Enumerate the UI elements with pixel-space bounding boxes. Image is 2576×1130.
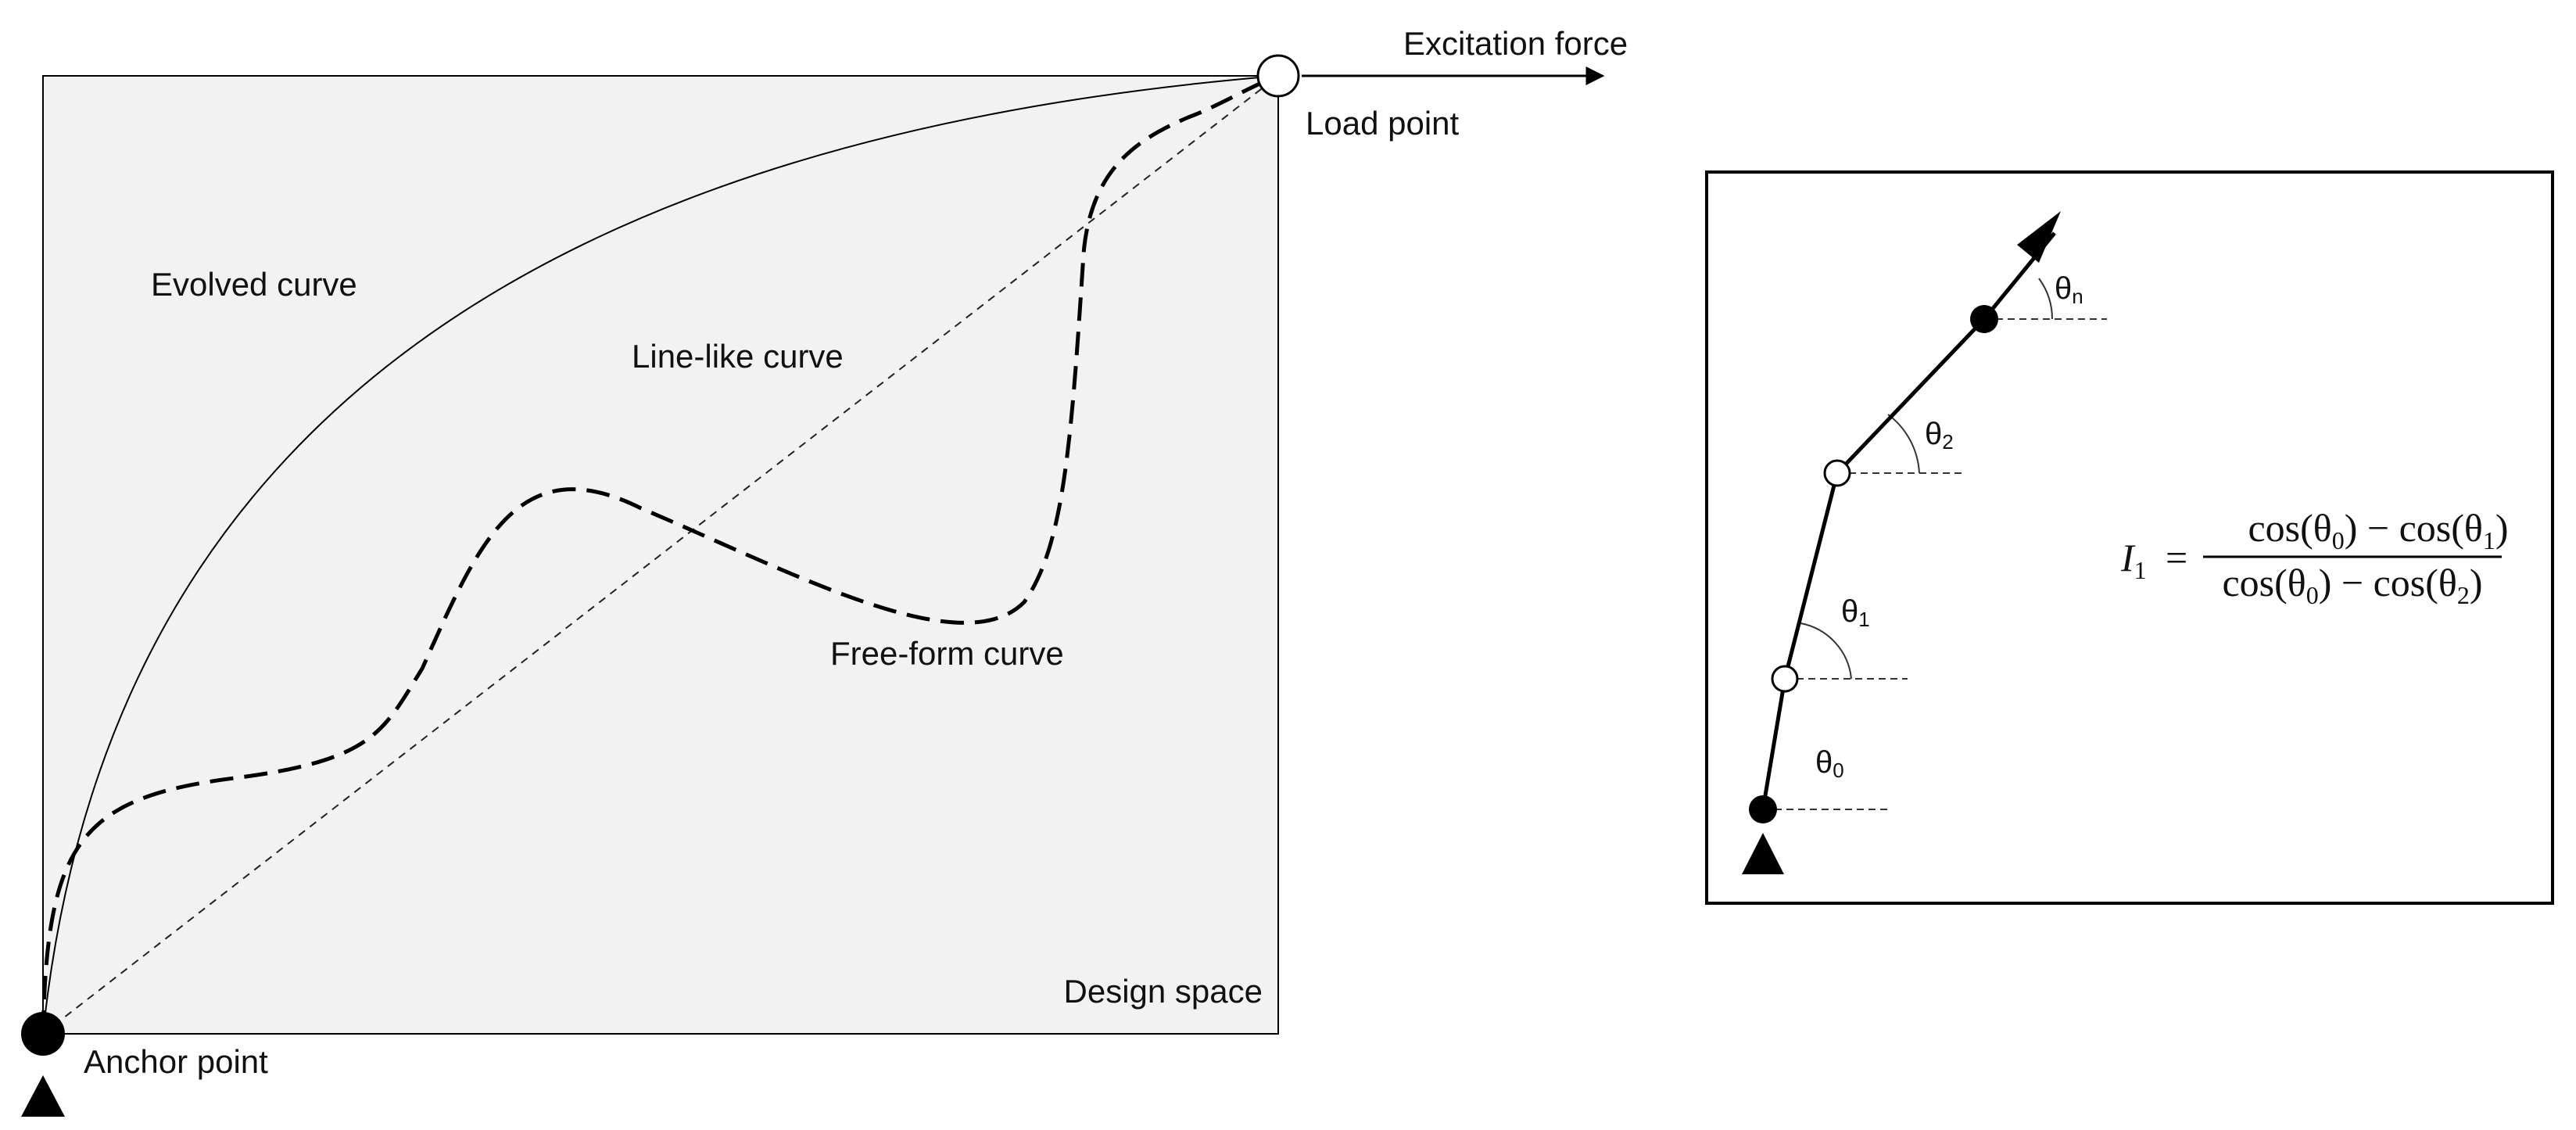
formula-denominator: cos(θ0) − cos(θ2) — [2222, 561, 2482, 609]
evolved-curve — [42, 75, 1279, 1035]
load-point-marker — [1256, 54, 1300, 98]
evolved-curve-label: Evolved curve — [151, 266, 357, 303]
load-point-label: Load point — [1306, 105, 1460, 142]
joint-2 — [1823, 459, 1851, 487]
right-panel: θ0 θ1 θ2 θn I1 = cos(θ0) − cos(θ1) cos(θ… — [1705, 170, 2554, 905]
theta-2-label: θ2 — [1925, 417, 1954, 454]
theta-0-label: θ0 — [1815, 745, 1844, 782]
anchor-support-icon — [21, 1075, 65, 1117]
joint-n — [1970, 305, 1998, 333]
angle-arc-1 — [1800, 622, 1852, 680]
theta-n-label: θn — [2055, 271, 2083, 308]
excitation-force-label: Excitation force — [1403, 25, 1628, 62]
right-panel-frame — [1705, 170, 2554, 905]
joint-base — [1749, 795, 1777, 823]
formula: I1 = cos(θ0) − cos(θ1) cos(θ0) − cos(θ2) — [2120, 506, 2509, 609]
line-like-curve-label: Line-like curve — [632, 338, 844, 375]
anchor-point-label: Anchor point — [84, 1043, 268, 1080]
line-like-curve — [42, 75, 1279, 1035]
left-panel: Excitation force Load point Evolved curv… — [21, 25, 1628, 1117]
formula-numerator: cos(θ0) − cos(θ1) — [2248, 506, 2508, 554]
angle-arc-n — [2038, 278, 2053, 320]
anchor-point-marker — [21, 1012, 65, 1056]
free-form-curve-label: Free-form curve — [830, 635, 1064, 672]
angle-arc-2 — [1887, 414, 1920, 474]
free-form-curve — [41, 74, 1279, 1035]
theta-1-label: θ1 — [1841, 594, 1870, 631]
linkage-arrowhead — [2017, 211, 2061, 263]
joint-1 — [1771, 665, 1799, 693]
linkage-chain — [1761, 317, 1986, 810]
base-support-icon — [1742, 833, 1784, 874]
design-space-label: Design space — [1064, 973, 1263, 1010]
formula-equals: = — [2166, 536, 2187, 579]
formula-lhs: I1 — [2120, 536, 2147, 584]
